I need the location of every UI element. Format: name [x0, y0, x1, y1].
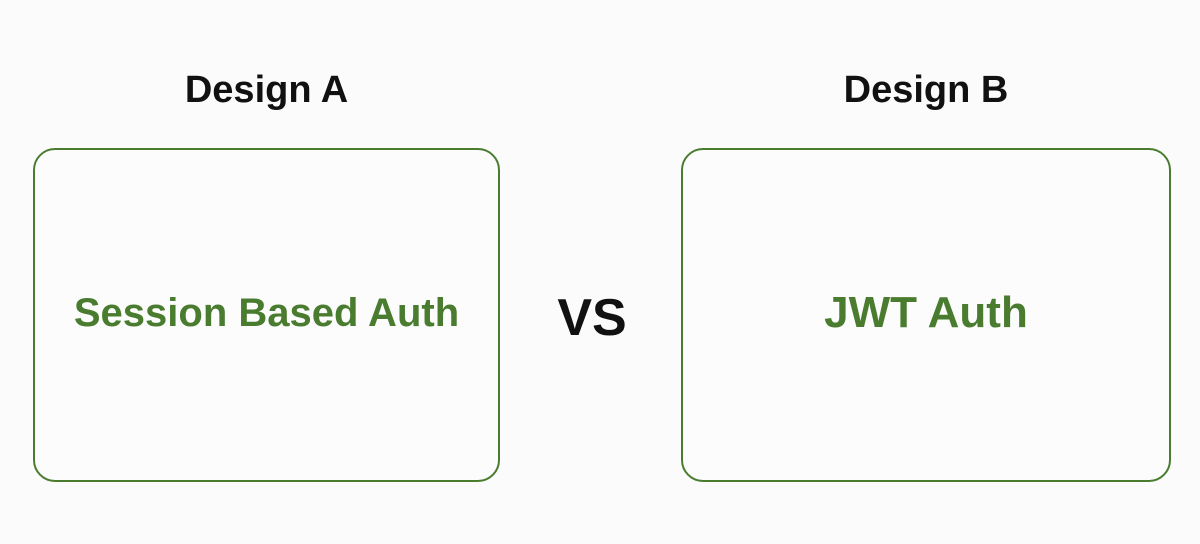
design-a-box: Session Based Auth — [33, 148, 500, 482]
design-a-label: Session Based Auth — [73, 290, 460, 335]
design-b-label: JWT Auth — [824, 288, 1028, 337]
design-b-box: JWT Auth — [681, 148, 1171, 482]
vs-separator: VS — [557, 289, 627, 347]
design-a-title: Design A — [184, 69, 349, 111]
design-b-title: Design B — [843, 69, 1009, 111]
